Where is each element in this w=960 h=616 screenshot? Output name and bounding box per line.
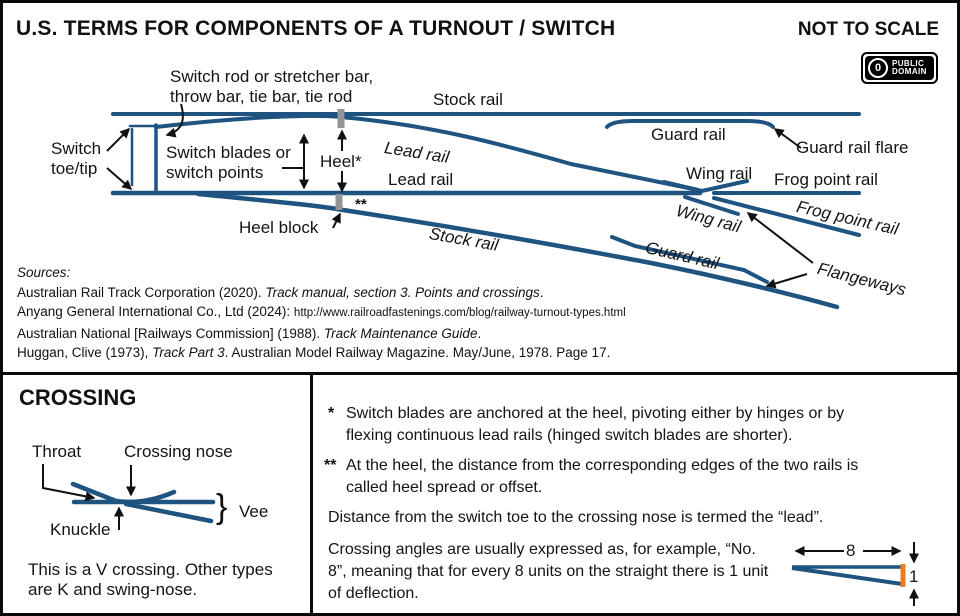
horizontal-divider <box>3 372 957 375</box>
note-star2: ** At the heel, the distance from the co… <box>324 455 894 499</box>
source-line: Australian Rail Track Corporation (2020)… <box>17 284 544 300</box>
curved-stock-rail-line <box>195 191 840 310</box>
ratio-diverging-line <box>791 566 903 586</box>
crossing-nose-label: Crossing nose <box>124 442 233 461</box>
crossing-arrows <box>42 464 136 530</box>
heel-blocks <box>335 109 345 210</box>
throat-label: Throat <box>32 442 82 461</box>
sources-heading: Sources: <box>17 265 71 280</box>
badge-line1: PUBLIC <box>892 58 925 68</box>
switch-blades-label: Switch blades or switch points <box>166 143 291 182</box>
guard-rail-flare-label: Guard rail flare <box>796 138 909 157</box>
wing-rail-lower-line <box>683 195 740 216</box>
source-line: Huggan, Clive (1973), Track Part 3. Aust… <box>17 345 611 360</box>
toe-lower-arrow <box>106 167 133 190</box>
wing-rail-upper-line <box>662 179 749 194</box>
crossing-rails <box>70 481 216 524</box>
vee-brace: } <box>216 488 228 526</box>
star2-marker: ** <box>324 457 337 474</box>
badge-line2: DOMAIN <box>892 67 927 76</box>
curved-lead-rail-line <box>154 113 700 192</box>
heel-block-label: Heel block <box>239 218 319 237</box>
sources-block: Sources: Australian Rail Track Corporati… <box>17 265 697 360</box>
star1-marker: * <box>328 405 335 422</box>
page-title: U.S. TERMS FOR COMPONENTS OF A TURNOUT /… <box>16 17 616 40</box>
switch-rod-label: Switch rod or stretcher bar, throw bar, … <box>170 67 374 106</box>
turnout-rails <box>110 112 861 310</box>
wing-rail-upper-label: Wing rail <box>686 164 753 183</box>
vertical-divider <box>310 372 313 613</box>
star1-text: Switch blades are anchored at the heel, … <box>346 405 845 444</box>
source-url: http://www.railroadfastenings.com/blog/r… <box>293 307 626 319</box>
guard-flare-arrow <box>773 128 802 149</box>
lead-rail-straight-label: Lead rail <box>388 170 454 189</box>
note-star1: * Switch blades are anchored at the heel… <box>328 403 894 447</box>
lead-text: Distance from the switch toe to the cros… <box>328 509 824 526</box>
public-domain-badge: 0 PUBLIC DOMAIN <box>861 52 938 84</box>
guard-rail-top-label: Guard rail <box>651 125 726 144</box>
diagram-linework <box>42 103 919 606</box>
note-angle: Crossing angles are usually expressed as… <box>328 539 770 605</box>
crossing-upper-rail <box>70 481 177 505</box>
source-line: Australian National [Railways Commission… <box>17 325 482 341</box>
crossing-diverging-rail <box>123 501 214 524</box>
ratio-diagram <box>791 542 919 606</box>
throat-arrow <box>42 464 96 502</box>
switch-toe-label: Switch toe/tip <box>51 139 102 178</box>
flangeway-arrow-frog <box>746 212 814 264</box>
frog-point-rail-diverging-line <box>712 196 861 237</box>
guard-rail-bottom-line <box>610 235 769 284</box>
stock-rail-top-label: Stock rail <box>433 90 503 109</box>
crossing-caption: This is a V crossing. Other types are K … <box>28 560 273 599</box>
heel-block-arrow <box>331 212 341 229</box>
frog-point-rail-straight-label: Frog point rail <box>774 170 878 189</box>
heel-spread-marker: ** <box>355 196 367 213</box>
knuckle-label: Knuckle <box>50 520 111 539</box>
ratio-one-label: 1 <box>909 567 919 586</box>
guard-rail-top-line <box>605 119 775 129</box>
public-domain-icon: 0 <box>868 58 888 78</box>
ratio-eight-label: 8 <box>846 541 856 560</box>
source-line: Anyang General International Co., Ltd (2… <box>17 304 626 319</box>
vee-label: Vee <box>239 502 269 521</box>
not-to-scale-note: NOT TO SCALE <box>797 19 939 40</box>
heel-label: Heel* <box>320 152 362 171</box>
crossing-panel-title: CROSSING <box>19 385 137 410</box>
flangeway-arrow-guard <box>765 273 808 289</box>
toe-upper-arrow <box>106 127 131 152</box>
angle-text: Crossing angles are usually expressed as… <box>328 541 769 602</box>
note-lead: Distance from the switch toe to the cros… <box>328 507 953 529</box>
turnout-arrows <box>106 103 814 289</box>
star2-text: At the heel, the distance from the corre… <box>346 457 859 496</box>
switch-rod-arrow <box>165 103 184 138</box>
